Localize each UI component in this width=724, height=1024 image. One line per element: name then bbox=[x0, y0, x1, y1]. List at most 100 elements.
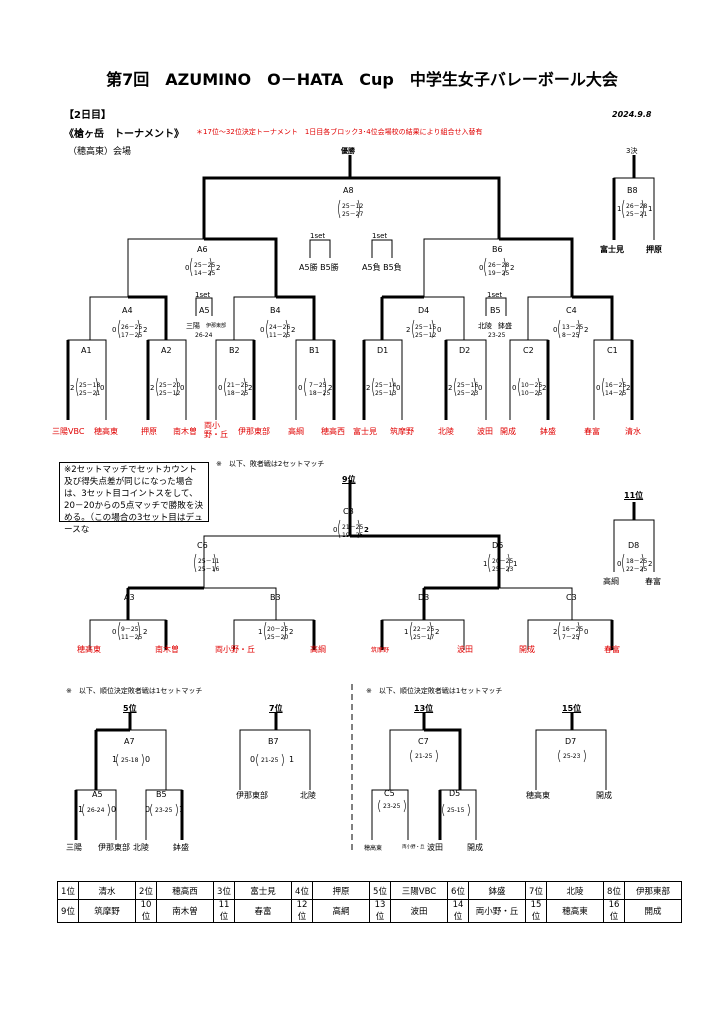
match-c8-set2: 19－25 bbox=[342, 532, 364, 539]
match-a1-right: 0 bbox=[100, 384, 105, 392]
match-a5-score: 26-24 bbox=[195, 332, 213, 339]
match-b5l-score: 23-25 bbox=[155, 807, 173, 814]
match-b8-set2: 25－21 bbox=[626, 211, 648, 218]
match-b1-right: 2 bbox=[328, 384, 333, 392]
loser-footnote: ※ 以下、敗者戦は2セットマッチ bbox=[216, 460, 325, 468]
match-a2-right: 0 bbox=[180, 384, 185, 392]
match-d6-set1: 20－25 bbox=[492, 558, 514, 565]
match-a6-set2: 14－25 bbox=[194, 270, 216, 277]
match-b4-left: 0 bbox=[260, 326, 265, 334]
match-c2-set2: 10－25 bbox=[521, 390, 543, 397]
team-2: 押原 bbox=[141, 427, 157, 436]
match-c3-left: 2 bbox=[553, 628, 558, 636]
match-c3-label: C3 bbox=[566, 593, 577, 602]
match-b6-set2: 19－25 bbox=[488, 270, 510, 277]
match-a1-set2: 25－21 bbox=[79, 390, 101, 397]
match-a1-left: 2 bbox=[70, 384, 75, 392]
champion-label: 優勝 bbox=[341, 147, 355, 155]
fifteenth-label: 15位 bbox=[562, 704, 582, 713]
match-b1-label: B1 bbox=[309, 346, 320, 355]
rules-note-box: ※2セットマッチでセットカウント及び得失点差が同じになった場合は、3セット目コイ… bbox=[59, 462, 209, 535]
team-6: 高綱 bbox=[288, 427, 304, 436]
rank-team: 清水 bbox=[78, 881, 136, 900]
match-a3-left: 0 bbox=[112, 628, 117, 636]
b7-team-1: 伊那東部 bbox=[236, 791, 268, 800]
match-c4-set1: 13－25 bbox=[562, 324, 584, 331]
match-b5l-right: 1 bbox=[179, 805, 185, 814]
rank-place: 7位 bbox=[525, 881, 547, 900]
loser-team-5: 波田 bbox=[457, 645, 473, 654]
match-d1-left: 2 bbox=[366, 384, 371, 392]
match-d6-set2: 25－23 bbox=[492, 566, 514, 573]
rank-team: 波田 bbox=[390, 899, 448, 923]
match-d6-label: D6 bbox=[492, 541, 504, 550]
ranking-row: 9位筑摩野 10位南木曽 11位春富 12位高綱 13位波田 14位両小野・丘 … bbox=[57, 899, 682, 923]
match-c4-left: 0 bbox=[553, 326, 558, 334]
match-a7-score: 25-18 bbox=[121, 757, 139, 764]
rank-team: 南木曽 bbox=[156, 899, 214, 923]
match-b8-label: B8 bbox=[627, 186, 638, 195]
lower-left-team-3: 鉢盛 bbox=[173, 843, 189, 852]
match-a6-right: 2 bbox=[216, 264, 221, 272]
match-a7-right: 0 bbox=[145, 755, 151, 764]
match-d5-label: D5 bbox=[449, 789, 461, 798]
rank-place: 1位 bbox=[57, 881, 79, 900]
match-b3-label: B3 bbox=[270, 593, 281, 602]
match-a4-label: A4 bbox=[122, 306, 133, 315]
match-d2-set1: 25－16 bbox=[457, 382, 479, 389]
match-c2-right: 2 bbox=[542, 384, 547, 392]
match-b5-label: B5 bbox=[490, 306, 501, 315]
match-d3-right: 2 bbox=[435, 628, 440, 636]
fifth-label: 5位 bbox=[123, 704, 137, 713]
match-d8-set2: 22－25 bbox=[626, 566, 648, 573]
match-d8-left: 0 bbox=[617, 560, 622, 568]
a5-oneset: 1set bbox=[195, 291, 211, 299]
rank-place: 2位 bbox=[135, 881, 157, 900]
match-a4-set1: 26－25 bbox=[121, 324, 143, 331]
team-14: 春富 bbox=[584, 427, 600, 436]
ranking-table: 1位清水 2位穂高西 3位富士見 4位押原 5位三陽VBC 6位鉢盛 7位北陵 … bbox=[57, 881, 682, 923]
oneset-label-1: 1set bbox=[310, 232, 326, 240]
match-a6-label: A6 bbox=[197, 245, 208, 254]
rank-team: 穂高東 bbox=[546, 899, 604, 923]
match-b3-left: 1 bbox=[258, 628, 263, 636]
match-b1-left: 0 bbox=[298, 384, 303, 392]
match-d4-set1: 25－15 bbox=[415, 324, 437, 331]
rank-team: 開成 bbox=[624, 899, 682, 923]
match-b2-set1: 21－25 bbox=[227, 382, 249, 389]
match-a3-set1: 9－25 bbox=[121, 626, 139, 633]
ranking-row: 1位清水 2位穂高西 3位富士見 4位押原 5位三陽VBC 6位鉢盛 7位北陵 … bbox=[57, 881, 682, 900]
match-a5l-left: 1 bbox=[78, 805, 84, 814]
rank-team: 高綱 bbox=[312, 899, 370, 923]
rank-place: 15位 bbox=[525, 899, 547, 923]
b5-oneset: 1set bbox=[487, 291, 503, 299]
date-label: 2024.9.8 bbox=[612, 110, 652, 119]
match-c6-set1: 25－11 bbox=[198, 558, 220, 565]
match-a5l-score: 26-24 bbox=[87, 807, 105, 814]
match-b7-left: 0 bbox=[250, 755, 256, 764]
match-b5l-left: 0 bbox=[145, 805, 151, 814]
rank-team: 穂高西 bbox=[156, 881, 214, 900]
team-4: 両小野・丘 bbox=[204, 421, 228, 439]
oneset-label-2: 1set bbox=[372, 232, 388, 240]
team-3: 南木曽 bbox=[173, 427, 197, 436]
match-d2-left: 2 bbox=[448, 384, 453, 392]
match-c6-label: C6 bbox=[197, 541, 208, 550]
d8-team-1: 高綱 bbox=[603, 577, 619, 586]
rank-team: 富士見 bbox=[234, 881, 292, 900]
match-c3-right: 0 bbox=[584, 628, 589, 636]
team-13: 鉢盛 bbox=[540, 427, 556, 436]
day-label: 【2日目】 bbox=[64, 110, 111, 121]
lower-right-team-1: 両小野・丘 bbox=[402, 845, 425, 850]
match-c5-label: C5 bbox=[384, 789, 395, 798]
page-title: 第7回 AZUMINO O－HATA Cup 中学生女子バレーボール大会 bbox=[106, 70, 618, 89]
rank-team: 三陽VBC bbox=[390, 881, 448, 900]
thirteenth-label: 13位 bbox=[414, 704, 434, 713]
tournament-note: ＊17位～32位決定トーナメント 1日目各ブロック3･4位会場校の結果により組合… bbox=[196, 128, 483, 136]
team-5: 伊那東部 bbox=[238, 427, 270, 436]
rank-place: 14位 bbox=[447, 899, 469, 923]
match-d2-right: 0 bbox=[478, 384, 483, 392]
team-10: 北陵 bbox=[438, 427, 454, 436]
match-d7-score: 25-23 bbox=[563, 753, 581, 760]
